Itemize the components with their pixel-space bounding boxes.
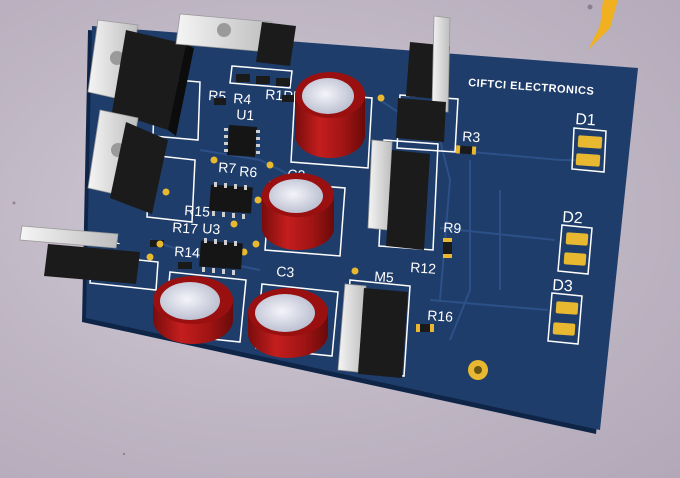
background-dot (587, 4, 593, 10)
label-u3: U3 (202, 220, 221, 237)
transistor-right-middle (367, 139, 430, 250)
transistor-t1 (19, 225, 140, 284)
label-r16: R16 (427, 307, 454, 325)
diode-pads (552, 135, 603, 336)
label-r6: R6 (239, 163, 258, 180)
label-r12: R12 (410, 259, 437, 277)
ic-u3 (199, 238, 243, 275)
label-r9: R9 (443, 219, 462, 236)
mounting-hole (468, 360, 488, 380)
label-u1: U1 (236, 106, 255, 123)
ic-u2 (209, 182, 253, 219)
label-r14: R14 (174, 243, 201, 261)
transistor-top-left-2 (87, 109, 168, 214)
ic-u1 (224, 125, 260, 157)
capacitor-c4 (153, 276, 233, 344)
transistor-top-left-1 (87, 19, 194, 136)
label-d2: D2 (562, 209, 584, 227)
label-r15: R15 (184, 202, 211, 220)
capacitor-c2 (262, 173, 334, 250)
background-specks (12, 201, 126, 456)
label-r7: R7 (218, 159, 237, 176)
capacitor-c1 (295, 72, 365, 158)
label-r4: R4 (233, 90, 252, 107)
transistor-m5 (337, 283, 408, 378)
background-yellow-shape (588, 0, 618, 50)
label-r17: R17 (172, 219, 199, 237)
transistor-right-top (396, 15, 451, 142)
label-m5: M5 (374, 268, 395, 285)
capacitor-c3 (248, 288, 328, 358)
label-d3: D3 (552, 277, 574, 295)
label-r3: R3 (462, 128, 481, 145)
transistor-top-center (175, 13, 296, 66)
label-c3: C3 (276, 263, 295, 280)
label-d1: D1 (575, 111, 597, 129)
